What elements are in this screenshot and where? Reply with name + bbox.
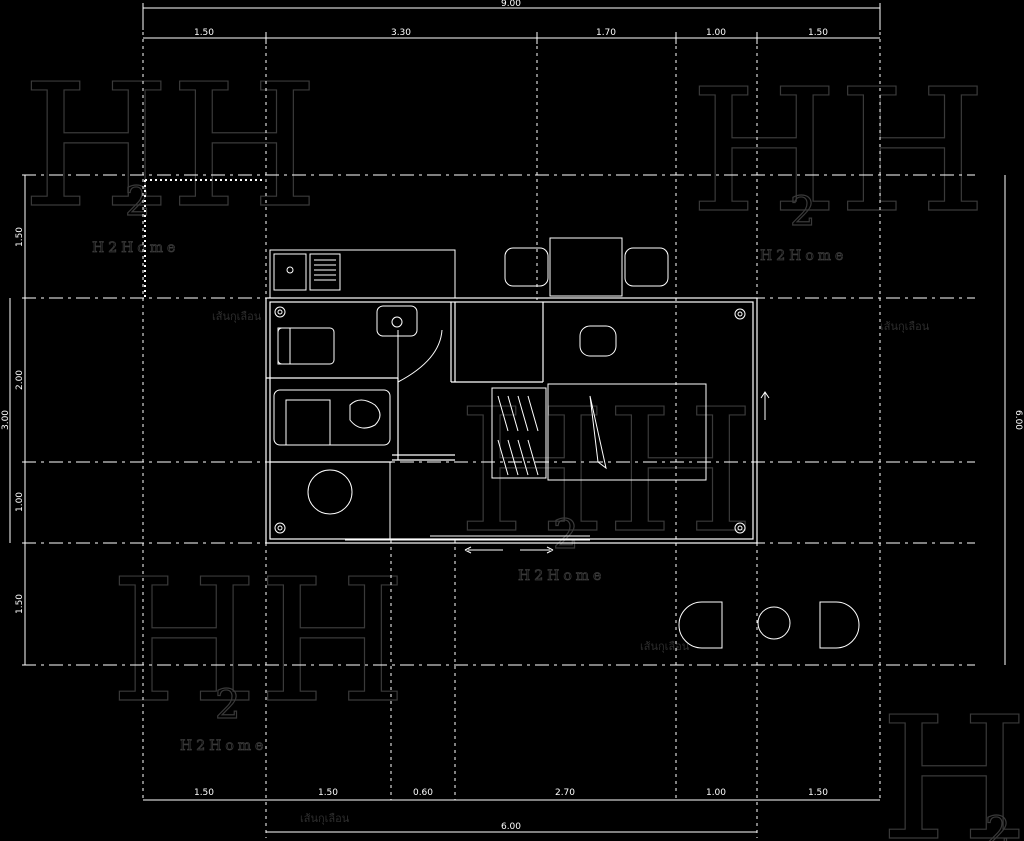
watermark-thai-3: เส้นกุเลือน [640, 640, 690, 653]
dim-left-outer-2: 3.00 [1, 410, 11, 430]
column-markers [274, 306, 746, 534]
bathroom-fixtures [277, 305, 418, 365]
wardrobe [491, 387, 547, 479]
svg-text:2: 2 [985, 809, 1010, 841]
entrance-arrow [760, 391, 770, 420]
svg-text:2: 2 [790, 189, 815, 235]
kitchen-counter [269, 249, 456, 299]
dim-top-seg-2: 3.30 [391, 28, 411, 38]
svg-text:HH: HH [880, 681, 1024, 841]
dim-left-inner-2: 1.00 [15, 492, 25, 512]
dim-bottom-seg-4: 2.70 [555, 788, 575, 798]
bed [547, 383, 707, 481]
outdoor-seating [678, 601, 860, 649]
svg-text:2: 2 [125, 179, 150, 225]
svg-text:2: 2 [215, 682, 240, 728]
top-dimensions: 9.00 1.50 3.30 1.70 1.00 1.50 [142, 0, 881, 44]
svg-text:H2Home: H2Home [518, 568, 605, 584]
svg-text:H2Home: H2Home [92, 240, 179, 256]
svg-text:H2Home: H2Home [760, 248, 847, 264]
svg-text:HH: HH [110, 543, 407, 741]
watermark-thai-2: เส้นกุเลือน [880, 320, 930, 333]
dim-left-outer-3: 1.50 [15, 594, 25, 614]
round-table [269, 461, 391, 540]
svg-text:HH: HH [690, 53, 987, 251]
watermark-bottom-right: HH 2 [879, 680, 1024, 841]
dim-bottom-seg-1: 1.50 [194, 788, 214, 798]
watermark-thai-4: เส้นกุเลือน [300, 812, 350, 825]
sofa [273, 389, 391, 446]
dim-bottom-seg-5: 1.00 [706, 788, 726, 798]
dim-bottom-seg-2: 1.50 [318, 788, 338, 798]
dim-top-seg-1: 1.50 [194, 28, 214, 38]
watermarks: HH 2 H2Home HH 2 H2Home HH 2 H2Home HH 2… [21, 47, 1024, 841]
right-dimensions: 6.00 [1004, 175, 1023, 665]
building-walls [265, 297, 758, 554]
grid-lines [22, 32, 975, 838]
dim-bottom-seg-6: 1.50 [808, 788, 828, 798]
svg-text:HH: HH [458, 373, 755, 571]
dim-bottom-seg-3: 0.60 [413, 788, 433, 798]
dim-bottom-overall: 6.00 [501, 822, 521, 832]
watermark-top-right: HH 2 H2Home [689, 52, 987, 264]
bottom-dimensions: 1.50 1.50 0.60 2.70 1.00 1.50 6.00 [143, 788, 880, 833]
dim-top-seg-4: 1.00 [706, 28, 726, 38]
dining-set [504, 237, 669, 297]
dim-left-inner-1: 2.00 [15, 370, 25, 390]
dim-top-seg-3: 1.70 [596, 28, 616, 38]
left-dimensions: 1.50 3.00 1.50 2.00 1.00 [1, 175, 26, 665]
chair-bedroom [579, 325, 617, 357]
watermark-thai-1: เส้นกุเลือน [212, 310, 262, 323]
svg-text:HH: HH [22, 48, 319, 246]
dim-top-overall: 9.00 [501, 0, 521, 9]
svg-text:2: 2 [553, 512, 578, 558]
stair-hatch [144, 179, 265, 300]
dim-top-seg-5: 1.50 [808, 28, 828, 38]
dim-right-overall: 6.00 [1013, 410, 1023, 430]
dim-left-outer-1: 1.50 [15, 227, 25, 247]
watermark-bottom-left: HH 2 H2Home [109, 542, 407, 754]
watermark-top-left: HH 2 H2Home [21, 47, 319, 256]
svg-text:H2Home: H2Home [180, 738, 267, 754]
